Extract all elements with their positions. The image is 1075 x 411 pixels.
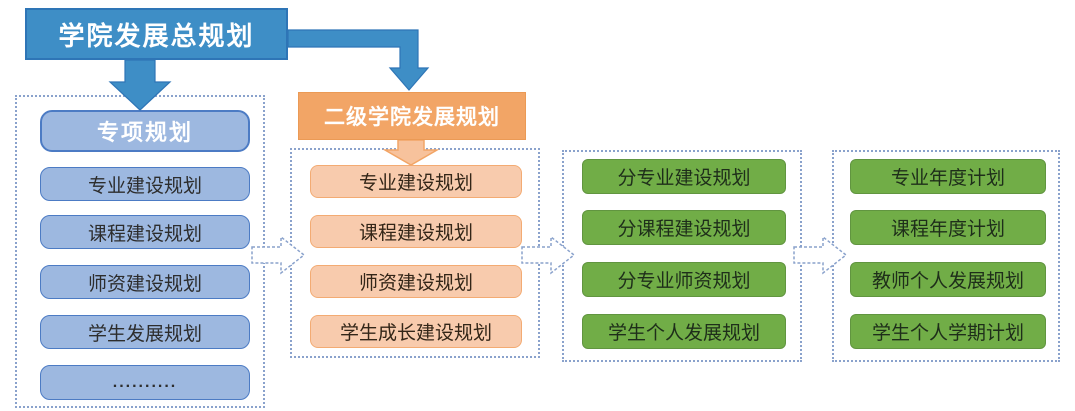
plan-item: 课程建设规划 bbox=[40, 215, 250, 249]
elbow-arrow-root-to-level2 bbox=[287, 29, 430, 91]
plan-item: 师资建设规划 bbox=[310, 265, 522, 298]
plan-item: 分专业建设规划 bbox=[582, 159, 786, 194]
column-secondary-college-plans: 专业建设规划 课程建设规划 师资建设规划 学生成长建设规划 bbox=[290, 148, 540, 358]
plan-item: 学生个人发展规划 bbox=[582, 314, 786, 349]
column-header: 专项规划 bbox=[40, 110, 250, 152]
plan-item: 学生个人学期计划 bbox=[850, 314, 1046, 349]
column-special-plans: 专项规划 专业建设规划 课程建设规划 师资建设规划 学生发展规划 .......… bbox=[15, 95, 265, 408]
plan-item: 专业建设规划 bbox=[310, 165, 522, 198]
column-sub-discipline-plans: 分专业建设规划 分课程建设规划 分专业师资规划 学生个人发展规划 bbox=[562, 150, 802, 362]
plan-item: 分专业师资规划 bbox=[582, 262, 786, 297]
level2-plan-box: 二级学院发展规划 bbox=[298, 92, 526, 140]
plan-item: 学生成长建设规划 bbox=[310, 315, 522, 348]
plan-item: 教师个人发展规划 bbox=[850, 262, 1046, 297]
root-plan-box: 学院发展总规划 bbox=[25, 8, 288, 60]
plan-item: 课程建设规划 bbox=[310, 215, 522, 248]
column-annual-individual-plans: 专业年度计划 课程年度计划 教师个人发展规划 学生个人学期计划 bbox=[832, 150, 1060, 362]
plan-item: 课程年度计划 bbox=[850, 210, 1046, 245]
plan-item: 学生发展规划 bbox=[40, 315, 250, 349]
plan-item: 师资建设规划 bbox=[40, 265, 250, 299]
plan-item: 专业年度计划 bbox=[850, 159, 1046, 194]
plan-item: 专业建设规划 bbox=[40, 167, 250, 201]
plan-item-ellipsis: .......... bbox=[40, 365, 250, 400]
plan-item: 分课程建设规划 bbox=[582, 210, 786, 245]
